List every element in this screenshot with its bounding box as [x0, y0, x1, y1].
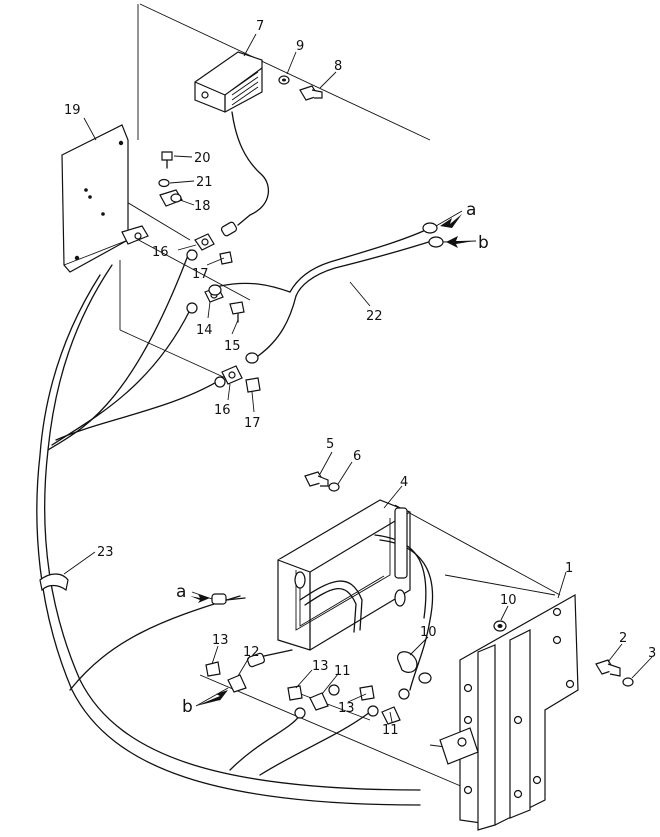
callout-15: 15 — [224, 339, 241, 354]
bolt-15 — [229, 301, 245, 323]
callout-20: 20 — [194, 151, 211, 166]
bolt-2 — [595, 659, 621, 677]
callout-5: 5 — [326, 437, 334, 452]
controller-box — [194, 51, 263, 113]
clamp-16-lower — [221, 365, 243, 385]
callout-18: 18 — [194, 199, 211, 214]
connector-label-a-top: a — [466, 200, 476, 220]
bolt-8 — [299, 85, 323, 101]
long-harness — [36, 249, 421, 806]
bolt-13-right — [359, 685, 375, 701]
bracket-plate — [61, 124, 149, 273]
callout-17-lower: 17 — [244, 416, 261, 431]
callout-19: 19 — [64, 103, 81, 118]
connector-label-b-bottom: b — [182, 697, 193, 717]
connector-a-bottom — [211, 593, 246, 605]
bolt-17-lower — [245, 377, 261, 393]
callout-10-lower: 10 — [420, 625, 437, 640]
bolt-13-middle — [287, 685, 303, 701]
callout-1: 1 — [565, 561, 573, 576]
callout-12: 12 — [243, 645, 260, 660]
callout-13-right: 13 — [338, 701, 355, 716]
callout-13-left: 13 — [212, 633, 229, 648]
callout-17-upper: 17 — [192, 267, 209, 282]
connector-label-b-top: b — [478, 233, 489, 253]
callout-11-middle: 11 — [334, 664, 351, 679]
connector-arrows — [190, 214, 474, 706]
callout-6: 6 — [353, 449, 361, 464]
callout-13-middle: 13 — [312, 659, 329, 674]
callout-16-lower: 16 — [214, 403, 231, 418]
clamp-18 — [159, 189, 183, 207]
cable-plug-top — [220, 221, 238, 237]
clamp-12 — [227, 649, 293, 693]
washer-9 — [278, 75, 290, 85]
callout-3: 3 — [648, 646, 656, 661]
bolt-17-upper — [219, 251, 233, 265]
controller-cable — [231, 111, 270, 226]
main-harness — [208, 222, 444, 364]
clamp-11-right — [381, 688, 410, 725]
washer-21 — [158, 178, 170, 188]
callout-8: 8 — [334, 59, 342, 74]
callout-7: 7 — [256, 19, 264, 34]
callout-labels: 7 9 8 19 20 21 18 16 17 14 15 16 17 22 a… — [64, 19, 656, 738]
callout-21: 21 — [196, 175, 213, 190]
callout-23: 23 — [97, 545, 114, 560]
callout-16-upper: 16 — [152, 245, 169, 260]
connector-label-a-bottom: a — [176, 582, 186, 602]
grommet-10-upper — [493, 620, 507, 632]
bolt-5 — [304, 471, 329, 487]
clamp-11-middle — [309, 684, 340, 711]
bolt-13-left — [205, 661, 221, 677]
callout-4: 4 — [400, 475, 408, 490]
callout-14: 14 — [196, 323, 213, 338]
callout-leaders — [63, 33, 653, 723]
mounting-bracket — [439, 593, 579, 831]
washer-6 — [328, 482, 340, 492]
clamp-16-upper — [194, 233, 215, 251]
callout-11-right: 11 — [382, 723, 399, 738]
bolt-20 — [161, 151, 173, 169]
callout-22: 22 — [366, 309, 383, 324]
callout-9: 9 — [296, 39, 304, 54]
callout-2: 2 — [619, 631, 627, 646]
callout-10-upper: 10 — [500, 593, 517, 608]
grommet-10-lower — [397, 651, 432, 684]
washer-3 — [622, 677, 634, 687]
bottom-unit — [277, 499, 434, 691]
